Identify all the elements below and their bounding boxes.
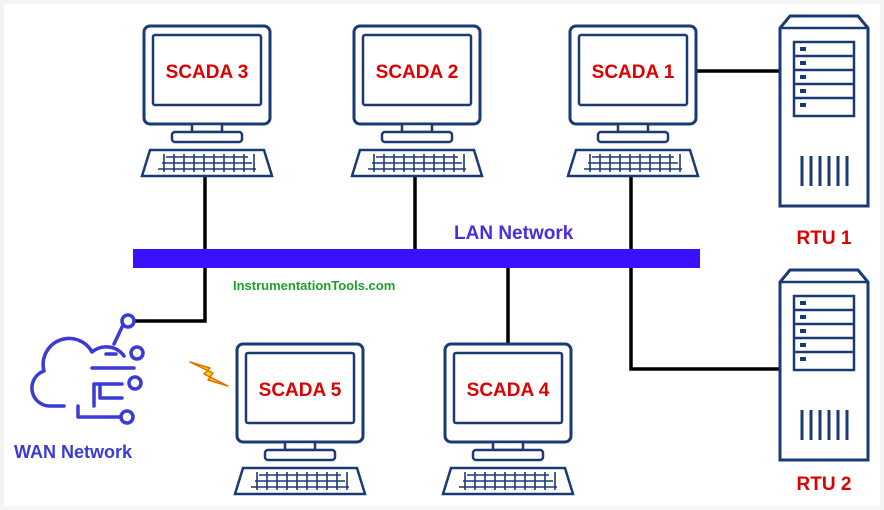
computer-icon — [350, 24, 484, 178]
workstation-scada3: SCADA 3 — [140, 24, 274, 178]
workstation-scada1: SCADA 1 — [566, 24, 700, 178]
cables — [134, 69, 784, 371]
workstation-scada4: SCADA 4 — [441, 342, 575, 496]
wan-network-label: WAN Network — [14, 442, 133, 462]
computer-icon — [233, 342, 367, 496]
lightning-icon — [189, 361, 229, 387]
workstation-label: SCADA 1 — [592, 62, 675, 83]
lan-network-label: LAN Network — [454, 223, 574, 244]
cable-lan-wan — [134, 266, 207, 323]
workstation-label: SCADA 4 — [467, 380, 550, 401]
computer-icon — [140, 24, 274, 178]
diagram-canvas: LAN Network InstrumentationTools.com SCA… — [4, 4, 880, 506]
workstation-scada2: SCADA 2 — [350, 24, 484, 178]
workstation-label: SCADA 2 — [376, 62, 459, 83]
lan-bus — [133, 249, 700, 268]
workstation-label: SCADA 3 — [166, 62, 249, 83]
rtu-label: RTU 2 — [797, 474, 852, 495]
rtu-1: RTU 1 — [778, 14, 870, 249]
computer-icon — [441, 342, 575, 496]
cloud-network-icon — [30, 313, 145, 425]
workstation-label: SCADA 5 — [259, 380, 342, 401]
server-icon — [778, 14, 870, 208]
scada-network-diagram: LAN Network InstrumentationTools.com SCA… — [14, 14, 870, 496]
watermark: InstrumentationTools.com — [233, 278, 395, 293]
cable-lan-rtu2 — [629, 266, 784, 371]
server-icon — [778, 268, 870, 462]
workstation-scada5: SCADA 5 — [233, 342, 367, 496]
rtu-label: RTU 1 — [797, 228, 852, 249]
computer-icon — [566, 24, 700, 178]
rtu-2: RTU 2 — [778, 268, 870, 495]
